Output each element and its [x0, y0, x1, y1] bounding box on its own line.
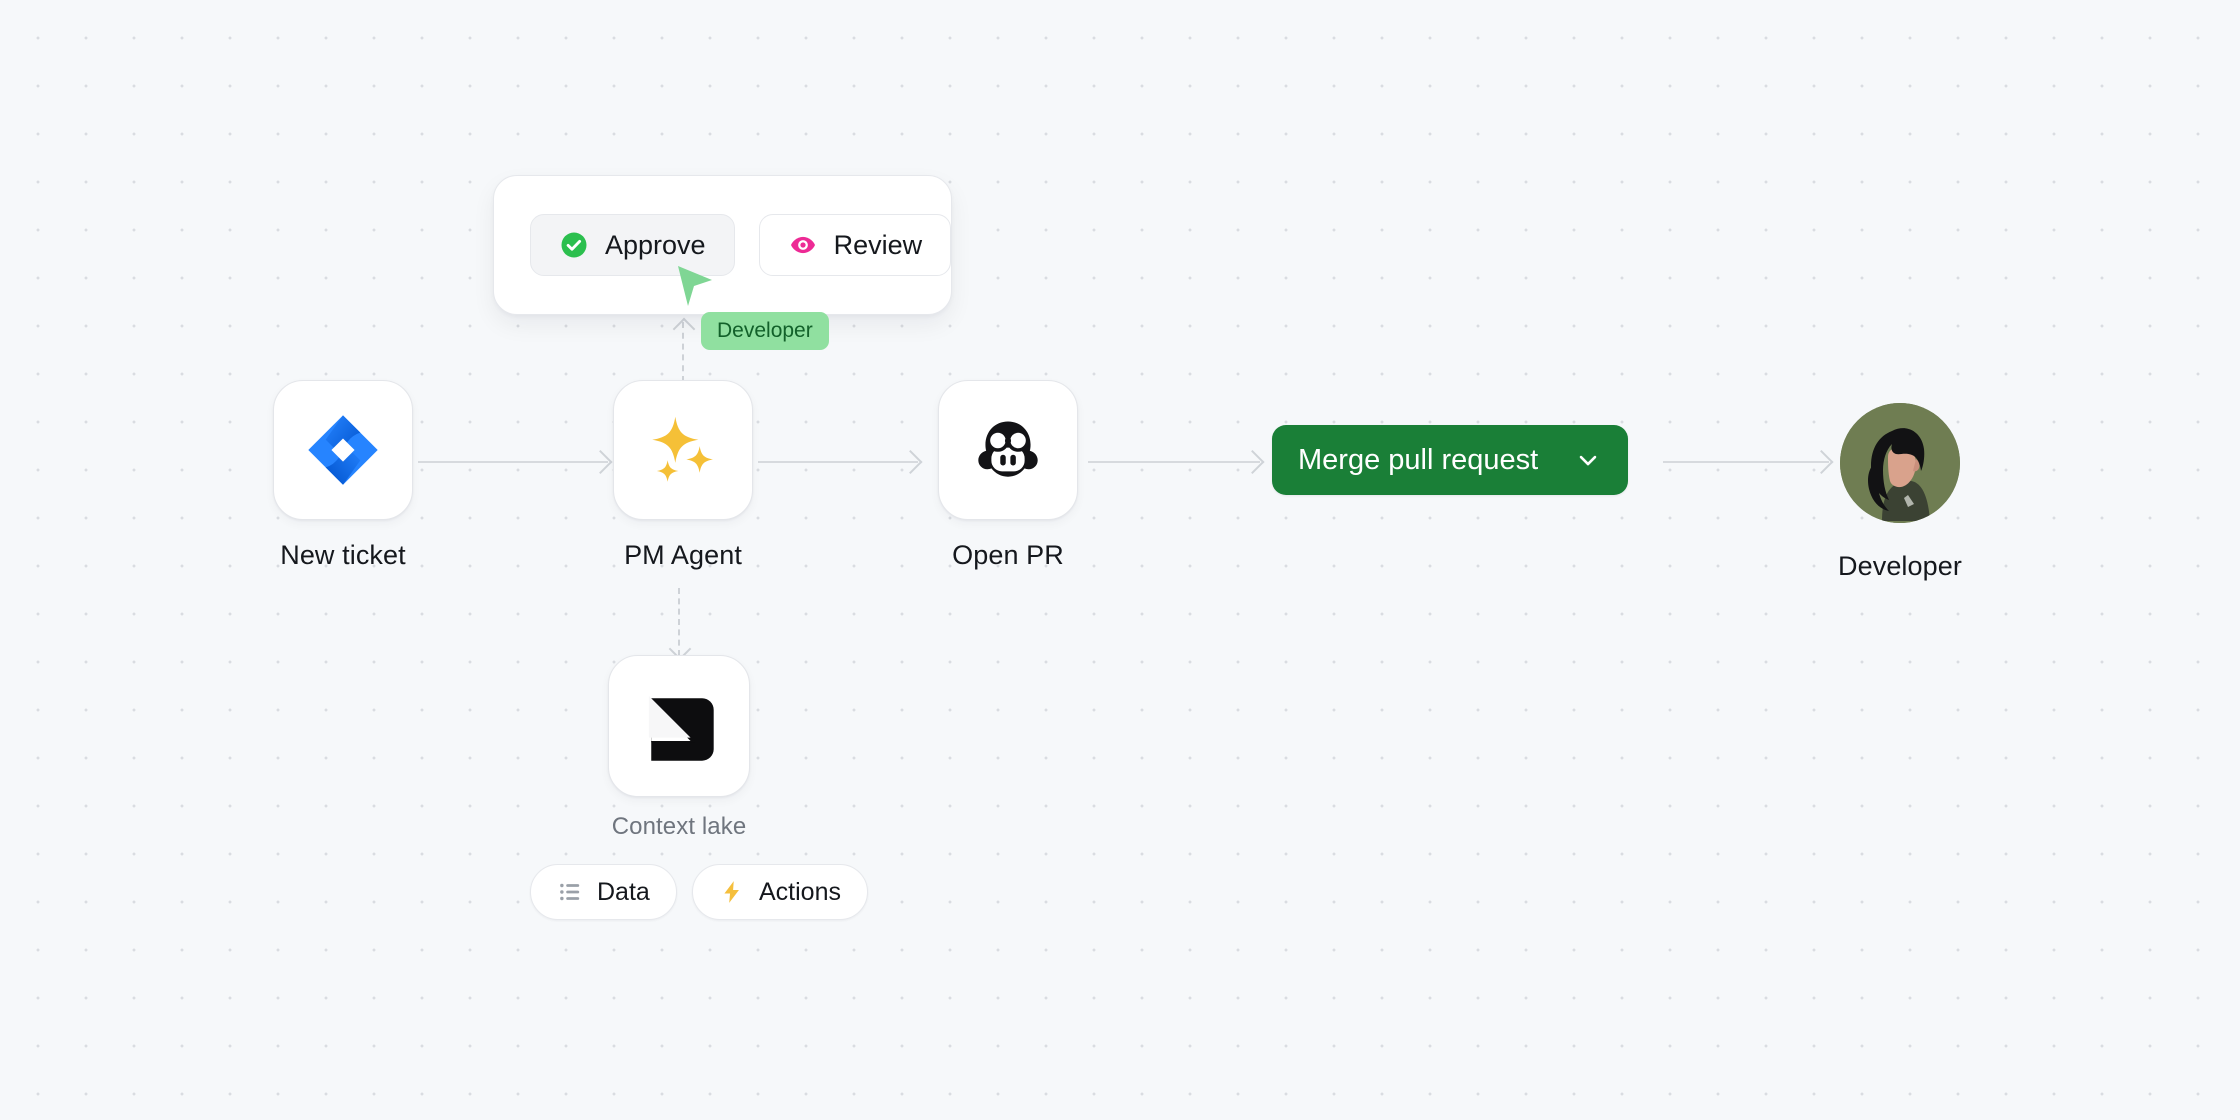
cursor-label: Developer — [701, 312, 829, 350]
node-pm-agent-label: PM Agent — [624, 540, 742, 570]
multiplayer-cursor-developer: Developer — [672, 262, 829, 350]
connector-new-ticket-to-pm-agent — [418, 461, 608, 463]
connector-open-pr-to-merge — [1088, 461, 1260, 463]
node-new-ticket[interactable]: New ticket — [273, 380, 413, 571]
cursor-pointer-icon — [678, 266, 712, 306]
chevron-down-icon[interactable] — [1574, 446, 1602, 474]
node-context-lake[interactable]: Context lake — [608, 655, 750, 841]
pill-actions[interactable]: Actions — [692, 864, 868, 920]
merge-pull-request-label: Merge pull request — [1298, 443, 1539, 476]
connector-pm-agent-to-context-lake — [668, 588, 692, 661]
merge-pull-request-button[interactable]: Merge pull request — [1272, 425, 1629, 495]
connector-pm-agent-to-open-pr — [758, 461, 918, 463]
connector-merge-to-developer — [1663, 461, 1829, 463]
lightning-icon — [724, 881, 739, 903]
approval-panel[interactable]: Approve Review — [493, 175, 952, 315]
review-button-label: Review — [833, 229, 923, 260]
node-context-lake-box[interactable] — [608, 655, 750, 797]
arrow-down-right-square-icon — [648, 695, 714, 761]
coderabbit-logo-icon — [978, 421, 1038, 477]
jira-logo-icon — [308, 415, 378, 485]
check-circle-icon — [561, 232, 587, 258]
node-new-ticket-box[interactable] — [273, 380, 413, 520]
node-new-ticket-label: New ticket — [280, 540, 406, 570]
approve-button-label: Approve — [605, 229, 706, 260]
developer-avatar-image — [1839, 403, 1960, 523]
pill-actions-label: Actions — [759, 877, 841, 906]
pill-data-label: Data — [597, 877, 650, 906]
node-pm-agent[interactable]: PM Agent — [613, 380, 753, 571]
node-context-lake-label: Context lake — [611, 813, 747, 840]
list-icon — [560, 883, 580, 901]
review-button[interactable]: Review — [758, 214, 952, 276]
node-open-pr[interactable]: Open PR — [938, 380, 1078, 571]
node-pm-agent-box[interactable] — [613, 380, 753, 520]
eye-icon — [790, 236, 815, 254]
approve-button[interactable]: Approve — [530, 214, 735, 276]
pill-data[interactable]: Data — [530, 864, 677, 920]
sparkles-icon — [652, 416, 713, 482]
node-open-pr-box[interactable] — [938, 380, 1078, 520]
connector-pm-agent-to-approve-panel — [672, 317, 696, 382]
node-open-pr-label: Open PR — [952, 540, 1064, 570]
developer-avatar[interactable] — [1839, 403, 1960, 523]
node-developer[interactable]: Developer — [1838, 403, 1962, 582]
node-developer-label: Developer — [1838, 551, 1962, 581]
